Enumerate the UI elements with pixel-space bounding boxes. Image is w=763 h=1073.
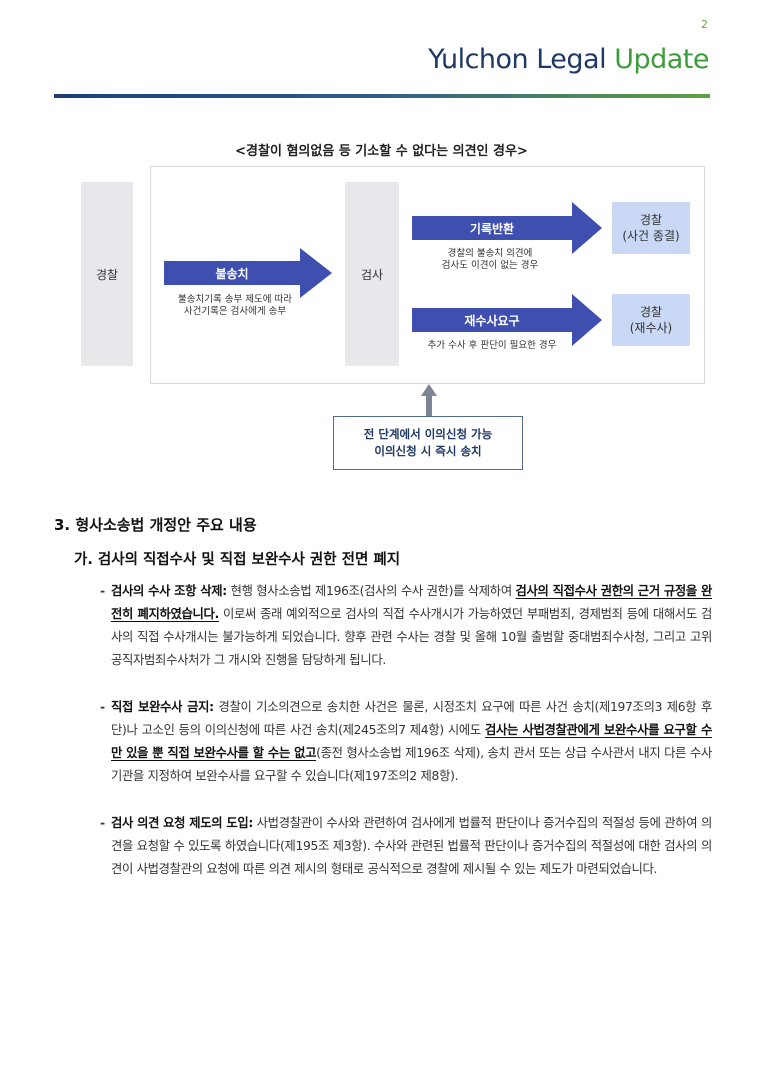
diagram-title: <경찰이 혐의없음 등 기소할 수 없다는 의견인 경우> bbox=[235, 144, 528, 159]
section-heading: 3. 형사소송법 개정안 주요 내용 bbox=[54, 516, 257, 534]
paragraph-text: 사법경찰관이 수사와 관련하여 검사에게 법률적 판단이나 증거수집의 적절성 … bbox=[111, 816, 712, 876]
paragraph-lead: 직접 보완수사 금지: bbox=[111, 700, 214, 714]
paragraph-opinion-request: - 검사 의견 요청 제도의 도입: 사법경찰관이 수사와 관련하여 검사에게 … bbox=[100, 812, 712, 881]
paragraph-emphasis: 검사는 사법경찰관에게 보완수사를 요구할 수만 있을 뿐 직접 보완수사를 할… bbox=[111, 723, 712, 760]
paragraph-supplementary-ban: - 직접 보완수사 금지: 경찰이 기소의견으로 송치한 사건은 물론, 시정조… bbox=[100, 696, 712, 788]
subsection-heading: 가. 검사의 직접수사 및 직접 보완수사 권한 전면 폐지 bbox=[74, 552, 401, 568]
header-divider bbox=[54, 94, 710, 98]
reinvestigation-arrow: 재수사요구 bbox=[412, 294, 602, 346]
note-line: 이의신청 시 즉시 송치 bbox=[374, 444, 482, 458]
arrow-head bbox=[300, 248, 332, 298]
non-referral-label: 불송치 bbox=[164, 261, 300, 285]
police-column: 경찰 bbox=[81, 182, 133, 366]
reinvestigation-caption: 추가 수사 후 판단이 필요한 경우 bbox=[412, 340, 572, 352]
page-number: 2 bbox=[701, 18, 708, 31]
non-referral-caption: 불송치기록 송부 제도에 따라 사건기록은 검사에게 송부 bbox=[160, 294, 310, 318]
brand-update: Update bbox=[614, 44, 709, 75]
paragraph-text: 이로써 종래 예외적으로 검사의 직접 수사개시가 가능하였던 부패범죄, 경제… bbox=[111, 607, 712, 667]
paragraph-lead: 검사 의견 요청 제도의 도입: bbox=[111, 816, 253, 830]
objection-note: 전 단계에서 이의신청 가능 이의신청 시 즉시 송치 bbox=[333, 416, 523, 470]
result-case-closed: 경찰 (사건 종결) bbox=[612, 202, 690, 254]
police-label: 경찰 bbox=[95, 267, 119, 282]
paragraph-investigation-clause: - 검사의 수사 조항 삭제: 현행 형사소송법 제196조(검사의 수사 권한… bbox=[100, 580, 712, 672]
arrow-head bbox=[572, 202, 602, 254]
paragraph-text: 현행 형사소송법 제196조(검사의 수사 권한)를 삭제하여 bbox=[226, 584, 516, 598]
caption-line: 경찰의 불송치 의견에 bbox=[447, 248, 533, 259]
brand-logo: Yulchon Legal Update bbox=[428, 44, 709, 75]
caption-line: 사건기록은 검사에게 송부 bbox=[183, 306, 287, 317]
caption-line: 검사도 이견이 없는 경우 bbox=[441, 260, 539, 271]
result-reinvestigation: 경찰 (재수사) bbox=[612, 294, 690, 346]
bullet-dash: - bbox=[100, 700, 105, 714]
record-return-caption: 경찰의 불송치 의견에 검사도 이견이 없는 경우 bbox=[420, 248, 560, 272]
result-line: 경찰 bbox=[639, 213, 663, 227]
record-return-label: 기록반환 bbox=[412, 216, 572, 240]
caption-line: 불송치기록 송부 제도에 따라 bbox=[178, 294, 292, 305]
prosecutor-column: 검사 bbox=[345, 182, 399, 366]
paragraph-lead: 검사의 수사 조항 삭제: bbox=[111, 584, 227, 598]
record-return-arrow: 기록반환 bbox=[412, 202, 602, 254]
paragraph-text: (종전 형사소송법 제196조 삭제), 송치 관서 또는 상급 수사관서 내지… bbox=[111, 746, 712, 783]
bullet-dash: - bbox=[100, 816, 105, 830]
note-line: 전 단계에서 이의신청 가능 bbox=[363, 427, 493, 441]
prosecutor-label: 검사 bbox=[360, 267, 384, 282]
brand-name: Yulchon Legal bbox=[428, 44, 607, 75]
result-line: 경찰 bbox=[639, 305, 663, 319]
non-referral-arrow: 불송치 bbox=[164, 248, 332, 298]
result-line: (재수사) bbox=[629, 321, 673, 335]
up-arrow-icon bbox=[421, 384, 437, 418]
bullet-dash: - bbox=[100, 584, 105, 598]
arrow-head bbox=[572, 294, 602, 346]
reinvestigation-label: 재수사요구 bbox=[412, 308, 572, 332]
paragraph-text: 경찰이 기소의견으로 송치한 사건은 물론, 시정조치 요구에 따른 사건 송치… bbox=[111, 700, 713, 737]
paragraph-emphasis: 검사의 직접수사 권한의 근거 규정을 완전히 폐지하였습니다. bbox=[111, 584, 712, 621]
result-line: (사건 종결) bbox=[622, 229, 680, 243]
caption-line: 추가 수사 후 판단이 필요한 경우 bbox=[427, 340, 557, 351]
